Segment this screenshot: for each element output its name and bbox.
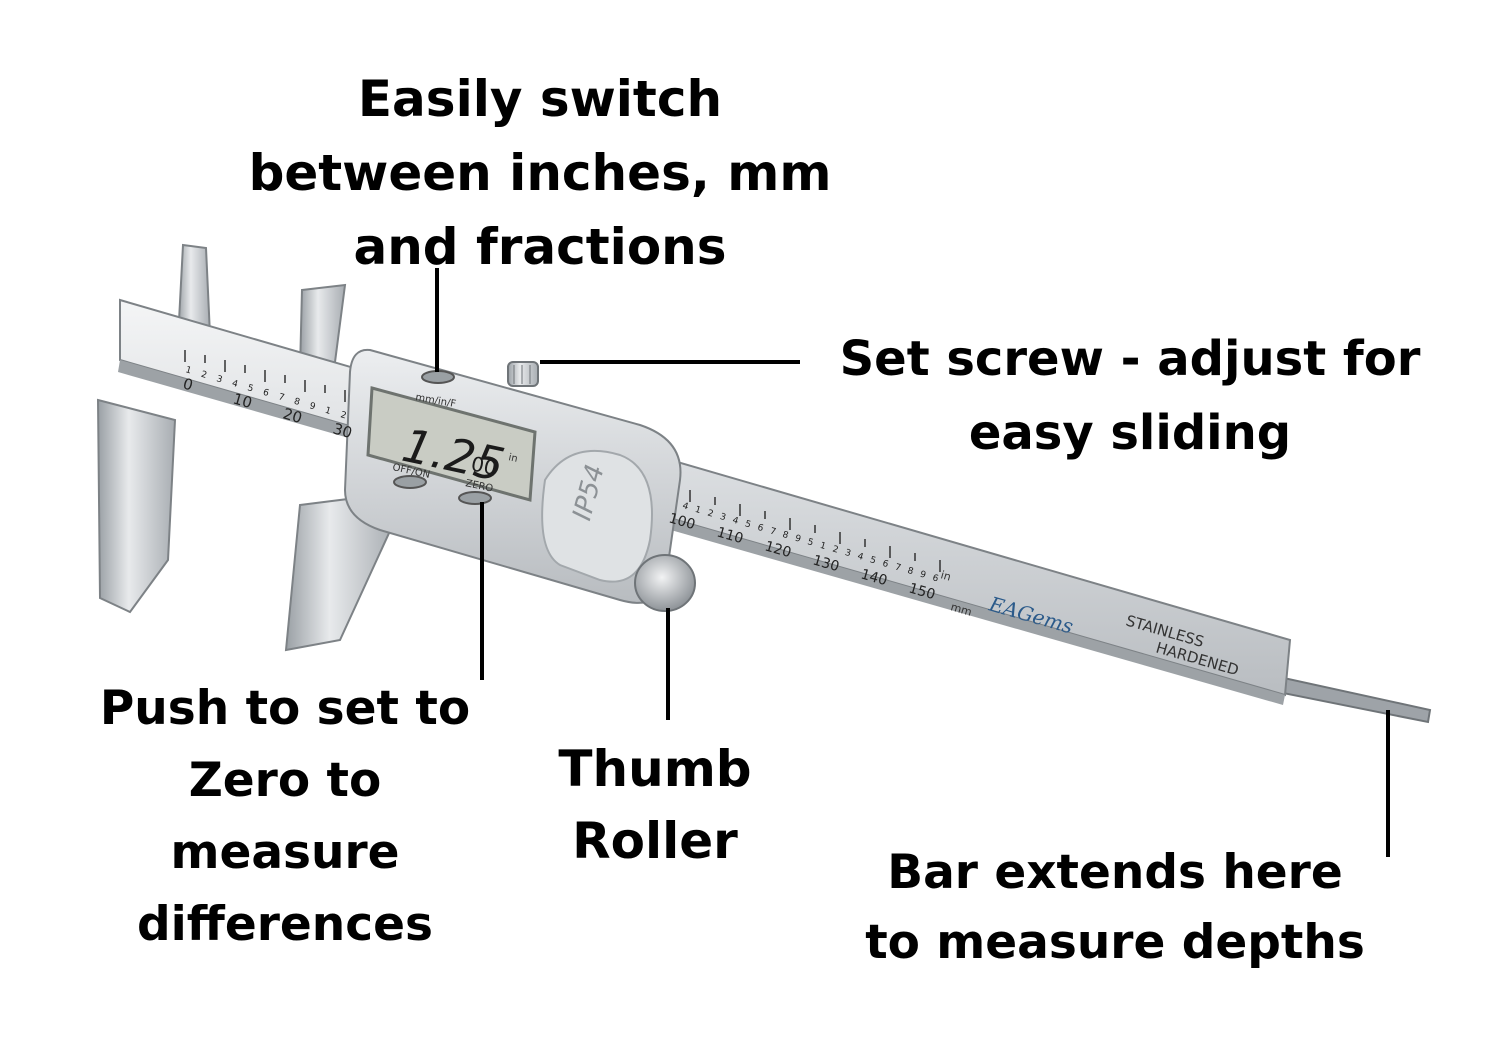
inch-tick-label: 8 — [293, 397, 302, 408]
mm-tick-label: 0 — [181, 375, 195, 395]
inch-tick-label: 3 — [719, 512, 727, 523]
power-button[interactable] — [393, 475, 427, 489]
inch-tick-label: 4 — [681, 501, 690, 512]
callout-line: Roller — [572, 812, 738, 870]
inch-tick-label: 1 — [694, 505, 702, 516]
callout-line: easy sliding — [968, 405, 1292, 461]
inch-tick-label: 7 — [894, 562, 902, 573]
inch-tick-label: 4 — [731, 516, 740, 527]
callout-set-screw: Set screw - adjust for easy sliding — [820, 322, 1440, 470]
inch-tick-label: 2 — [706, 508, 714, 519]
mm-tick-label: 100 — [667, 510, 697, 533]
inch-tick-label: 6 — [756, 523, 765, 534]
lcd-unit: in — [507, 452, 518, 465]
callout-line: Set screw - adjust for — [839, 331, 1421, 387]
set-screw[interactable] — [507, 361, 539, 387]
callout-thumb-roller: Thumb Roller — [530, 733, 780, 877]
inch-tick-label: 1 — [819, 541, 827, 552]
mm-tick-label: 120 — [763, 538, 793, 561]
inch-tick-label: 5 — [246, 383, 254, 394]
mm-tick-label: 30 — [331, 420, 354, 443]
leader-lines — [435, 268, 1390, 857]
callout-line: Easily switch — [357, 70, 723, 128]
callout-switch-units: Easily switch between inches, mm and fra… — [240, 62, 840, 284]
lcd-screen — [366, 386, 537, 502]
callout-line: measure — [170, 825, 400, 880]
mm-tick-label: 10 — [231, 390, 254, 413]
inch-tick-label: 4 — [231, 379, 240, 390]
callout-line: differences — [137, 897, 433, 952]
depth-rod — [1266, 673, 1432, 724]
inch-tick-label: 9 — [308, 401, 317, 412]
callout-line: and fractions — [353, 218, 727, 276]
mm-tick-label: 20 — [281, 405, 304, 428]
inch-tick-label: 5 — [806, 537, 814, 548]
mm-tick-label: 110 — [715, 524, 745, 547]
lcd-reading-small: 00 — [469, 451, 499, 480]
callout-line: to measure depths — [865, 915, 1365, 970]
mm-tick-label: 130 — [811, 552, 841, 575]
inch-tick-label: 3 — [844, 548, 852, 559]
inch-tick-label: 9 — [794, 534, 803, 545]
mm-tick-label: 140 — [859, 566, 889, 589]
inch-tick-label: 3 — [215, 374, 223, 385]
outside-jaws — [96, 398, 397, 652]
callout-line: Bar extends here — [887, 845, 1343, 900]
callout-line: Thumb — [558, 740, 752, 798]
inch-tick-label: 7 — [769, 526, 777, 537]
inch-scale-label: in — [939, 568, 952, 583]
scale-ticks-right — [689, 490, 941, 572]
mode-button[interactable] — [421, 370, 455, 384]
inch-tick-label: 4 — [856, 552, 865, 563]
callout-line: Push to set to — [99, 681, 471, 736]
inch-tick-label: 1 — [184, 365, 192, 376]
inch-tick-label: 6 — [881, 559, 890, 570]
inch-tick-label: 5 — [744, 519, 752, 530]
inch-tick-label: 5 — [869, 555, 877, 566]
callout-line: between inches, mm — [248, 144, 832, 202]
inside-jaws — [176, 243, 347, 372]
callout-line: Zero to — [188, 753, 382, 808]
inch-tick-label: 2 — [831, 544, 839, 555]
thumb-roller[interactable] — [634, 554, 696, 612]
mm-tick-label: 150 — [907, 580, 937, 603]
inch-tick-label: 8 — [906, 566, 915, 577]
callout-zero-button: Push to set to Zero to measure differenc… — [70, 673, 500, 961]
inch-tick-label: 6 — [262, 388, 271, 399]
inch-tick-label: 7 — [277, 392, 285, 403]
zero-button[interactable] — [458, 491, 492, 505]
inch-tick-label: 9 — [919, 570, 928, 581]
inch-tick-label: 8 — [781, 530, 790, 541]
callout-depth-bar: Bar extends here to measure depths — [830, 838, 1400, 978]
mm-scale-label: mm — [949, 600, 973, 618]
inch-tick-label: 6 — [931, 573, 940, 584]
inch-tick-label: 2 — [339, 410, 347, 421]
inch-tick-label: 2 — [200, 370, 208, 381]
inch-tick-label: 1 — [324, 406, 332, 417]
scale-ticks-left — [184, 350, 346, 402]
